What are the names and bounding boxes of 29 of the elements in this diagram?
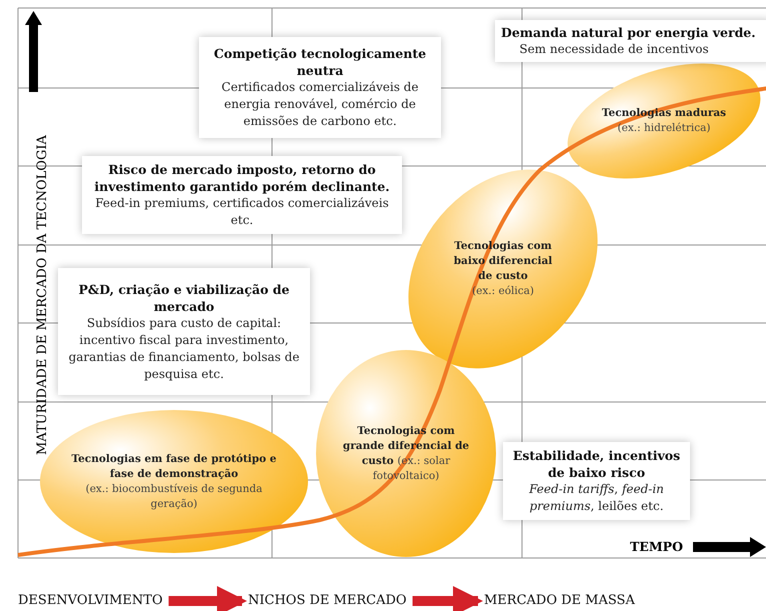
panel-heading: Demanda natural por energia verde. (501, 24, 756, 41)
panel-heading: P&D, criação e viabilização de mercado (78, 280, 290, 314)
panel-text: Sem necessidade de incentivos (519, 41, 709, 58)
technology-ellipse (408, 170, 598, 368)
stage-label: NICHOS DE MERCADO (248, 592, 407, 610)
panel-text: Feed-in tariffs, feed-in premiums, leilões etc. (528, 481, 665, 515)
text-panel (58, 268, 310, 395)
panel-text: Subsídios para custo de capital: incentivo fiscal para investimento, garantias de financiamento, bolsas de pesquisa etc. (68, 314, 300, 382)
ellipse-example: (ex.: biocombustíveis de segunda geração) (84, 482, 264, 512)
panel-text: Feed-in premiums, certificados comercializáveis etc. (94, 195, 390, 229)
text-panel (495, 20, 766, 62)
stage-label: MERCADO DE MASSA (484, 592, 635, 610)
technology-ellipse (566, 64, 762, 178)
ellipse-heading: Tecnologias em fase de protótipo e fase de demonstração (70, 452, 278, 482)
technology-ellipse (316, 350, 496, 557)
panel-text: Certificados comercializáveis de energia renovável, comércio de emissões de carbono etc. (220, 79, 420, 130)
text-panel (82, 156, 402, 234)
stage-label: DESENVOLVIMENTO (18, 592, 163, 610)
ellipse-example: (ex.: hidrelétrica) (616, 121, 712, 136)
panel-heading: Competição tecnologicamente neutra (212, 45, 428, 79)
panel-heading: Risco de mercado imposto, retorno do investimento garantido porém declinante. (93, 161, 391, 195)
axis-label: MATURIDADE DE MERCADO DA TECNOLOGIA (35, 135, 51, 455)
arrow (412, 586, 483, 611)
ellipse-example: (ex.: eólica) (471, 284, 535, 299)
panel-heading: Estabilidade, incentivos de baixo risco (512, 447, 682, 481)
arrow (168, 586, 247, 611)
axis-label: TEMPO (630, 539, 683, 555)
text-panel (199, 37, 441, 138)
text-panel (503, 442, 690, 520)
